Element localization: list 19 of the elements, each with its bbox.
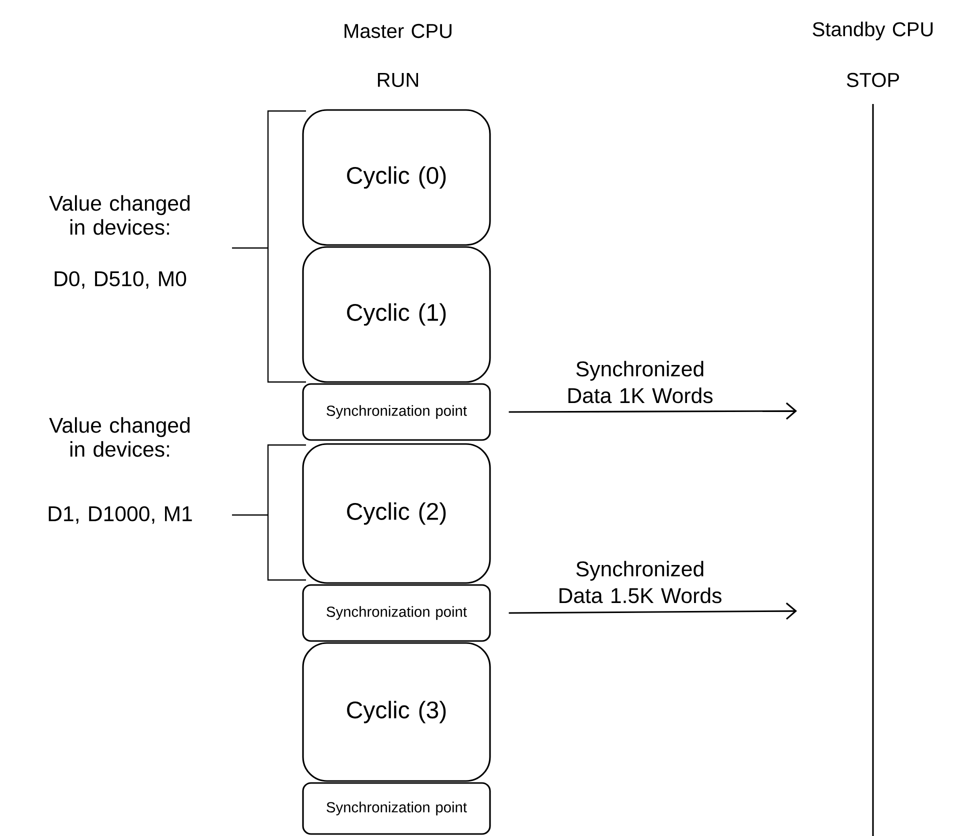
text-label: Value changed in devices: xyxy=(49,417,190,457)
sync-point-box: Synchronization point xyxy=(302,782,491,835)
cycle-box: Cyclic (3) xyxy=(302,642,491,782)
edge-label: Synchronized Data 1K Words xyxy=(568,360,713,404)
cycle-box: Cyclic (1) xyxy=(302,246,491,383)
text-label: D1, D1000, M1 xyxy=(48,506,192,524)
text-label: RUN xyxy=(378,73,418,87)
arrow xyxy=(508,602,797,620)
text-label: Standby CPU xyxy=(812,22,933,40)
edge-label: Synchronized Data 1.5K Words xyxy=(560,560,722,604)
text-label: Value changed in devices: xyxy=(49,195,190,235)
cycle-box: Cyclic (2) xyxy=(302,443,491,584)
cycle-box: Cyclic (0) xyxy=(302,109,491,246)
sync-point-box: Synchronization point xyxy=(302,584,491,642)
text-label: D0, D510, M0 xyxy=(54,271,186,289)
arrow xyxy=(508,402,797,420)
sync-point-box: Synchronization point xyxy=(302,383,491,441)
text-label: STOP xyxy=(846,72,899,88)
text-label: Master CPU xyxy=(344,24,452,38)
